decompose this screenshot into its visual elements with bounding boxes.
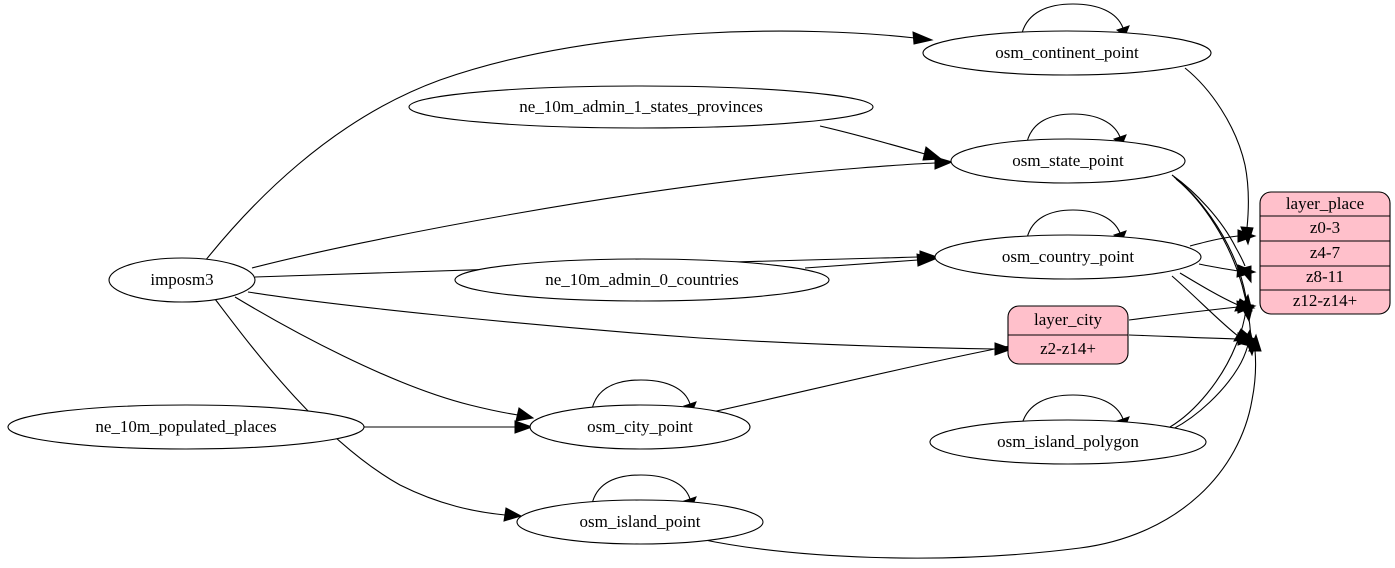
edge-ne-admin1-to-osm-state-point	[819, 125, 926, 155]
node-osm-state-point[interactable]: osm_state_point	[950, 138, 1186, 184]
osm-country-point-ellipse[interactable]	[934, 234, 1202, 280]
arrowhead-imposm3-to-osm-continent-point	[912, 31, 934, 45]
layer-place-row-z0-3-label[interactable]: z0-3	[1310, 218, 1340, 237]
node-layer-city[interactable]: layer_city z2-z14+	[1007, 305, 1129, 365]
osm-island-polygon-label: osm_island_polygon	[997, 432, 1139, 451]
node-osm-continent-point[interactable]: osm_continent_point	[922, 30, 1212, 76]
arrowhead-osm-country-point-to-layer-place-z4	[1236, 264, 1257, 278]
osm-state-point-label: osm_state_point	[1012, 151, 1124, 170]
osm-city-point-ellipse[interactable]	[529, 404, 751, 450]
node-osm-country-point[interactable]: osm_country_point	[934, 234, 1202, 280]
node-imposm3[interactable]: imposm3	[108, 257, 256, 303]
node-osm-city-point[interactable]: osm_city_point	[529, 404, 751, 450]
edge-osm-country-point-to-layer-place-z12	[1171, 275, 1239, 337]
edge-osm-country-point-to-layer-place-z4	[1198, 263, 1239, 272]
ne-10m-admin-1-states-provinces-ellipse[interactable]	[408, 85, 874, 129]
osm-continent-point-ellipse[interactable]	[922, 30, 1212, 76]
layer-city-title-label: layer_city	[1034, 310, 1102, 329]
arrowhead-imposm3-to-osm-city-point	[515, 407, 535, 422]
ne-10m-admin-0-countries-ellipse[interactable]	[454, 258, 830, 302]
arrowhead-osm-island-polygon-to-layer-place-z8	[1239, 293, 1253, 312]
edge-layer-city-to-layer-place-z8	[1128, 306, 1239, 321]
osm-island-point-label: osm_island_point	[580, 512, 701, 531]
arrowhead-osm-island-point-to-layer-place-z12	[1248, 333, 1262, 352]
arrowhead-ne-admin1-to-osm-state-point	[922, 146, 943, 161]
edge-ne-admin0-to-osm-country-point	[804, 259, 919, 269]
edge-osm-island-point-self-loop	[591, 474, 691, 505]
edge-osm-city-point-self-loop	[591, 379, 691, 410]
arrowhead-imposm3-to-osm-state-point	[934, 156, 954, 170]
edge-osm-state-point-to-layer-place-z4	[1171, 174, 1246, 267]
edge-osm-city-point-to-layer-city	[711, 345, 1011, 413]
layer-place-row-z4-7-label[interactable]: z4-7	[1310, 243, 1341, 262]
edge-osm-island-polygon-self-loop	[1021, 394, 1124, 425]
arrowhead-imposm3-to-osm-island-point	[503, 507, 523, 522]
layer-place-row-z12-z14-label[interactable]: z12-z14+	[1293, 291, 1357, 310]
node-ne-10m-admin-1-states-provinces[interactable]: ne_10m_admin_1_states_provinces	[408, 85, 874, 129]
edge-osm-country-point-to-layer-place-z0	[1189, 235, 1239, 247]
osm-state-point-ellipse[interactable]	[950, 138, 1186, 184]
ne-10m-populated-places-ellipse[interactable]	[7, 404, 365, 450]
edge-osm-continent-point-to-layer-place-z0	[1184, 67, 1249, 229]
arrowhead-ne-populated-places-to-osm-city-point	[514, 420, 534, 434]
node-layer-place[interactable]: layer_place z0-3 z4-7 z8-11 z12-z14+	[1259, 191, 1391, 315]
osm-city-point-label: osm_city_point	[587, 417, 693, 436]
edge-layer	[204, 3, 1262, 559]
node-osm-island-polygon[interactable]: osm_island_polygon	[929, 419, 1207, 465]
imposm3-ellipse[interactable]	[108, 257, 256, 303]
node-ne-10m-admin-0-countries[interactable]: ne_10m_admin_0_countries	[454, 258, 830, 302]
edge-imposm3-to-layer-city	[247, 291, 996, 350]
layer-place-box[interactable]	[1259, 191, 1391, 315]
ne-10m-admin-1-states-provinces-label: ne_10m_admin_1_states_provinces	[519, 97, 763, 116]
node-layer: imposm3 ne_10m_populated_places ne_10m_a…	[7, 30, 1391, 545]
edge-osm-state-point-self-loop	[1026, 113, 1121, 143]
arrowhead-osm-island-polygon-to-layer-place-z12	[1241, 328, 1255, 348]
ne-10m-populated-places-label: ne_10m_populated_places	[95, 417, 276, 436]
layer-place-row-z8-11-label[interactable]: z8-11	[1306, 267, 1344, 286]
arrowhead-ne-admin0-to-osm-country-point	[916, 253, 937, 267]
edge-imposm3-to-osm-state-point	[251, 162, 936, 269]
edge-osm-continent-point-self-loop	[1021, 3, 1124, 34]
edge-osm-country-point-to-layer-place-z8	[1179, 272, 1239, 306]
edge-layer-city-to-layer-place-z12	[1128, 334, 1239, 340]
edge-imposm3-to-osm-island-point	[214, 298, 506, 516]
edge-imposm3-to-osm-city-point	[234, 296, 519, 416]
edge-osm-country-point-self-loop	[1026, 209, 1121, 239]
osm-island-polygon-ellipse[interactable]	[929, 419, 1207, 465]
edge-osm-island-point-to-layer-place-z12	[699, 349, 1257, 559]
edge-imposm3-to-osm-continent-point	[204, 30, 916, 262]
node-ne-10m-populated-places[interactable]: ne_10m_populated_places	[7, 404, 365, 450]
layer-place-title-label: layer_place	[1286, 194, 1364, 213]
imposm3-label: imposm3	[150, 270, 213, 289]
osm-continent-point-label: osm_continent_point	[995, 43, 1139, 62]
node-osm-island-point[interactable]: osm_island_point	[516, 499, 764, 545]
ne-10m-admin-0-countries-label: ne_10m_admin_0_countries	[545, 270, 739, 289]
layer-city-row-z2-z14-label[interactable]: z2-z14+	[1040, 339, 1096, 358]
osm-island-point-ellipse[interactable]	[516, 499, 764, 545]
arrowhead-osm-country-point-to-layer-place-z0	[1237, 229, 1257, 243]
osm-country-point-label: osm_country_point	[1002, 247, 1134, 266]
edge-osm-island-polygon-to-layer-place-z12	[1172, 344, 1249, 430]
edge-osm-island-polygon-to-layer-place-z8	[1169, 308, 1247, 428]
